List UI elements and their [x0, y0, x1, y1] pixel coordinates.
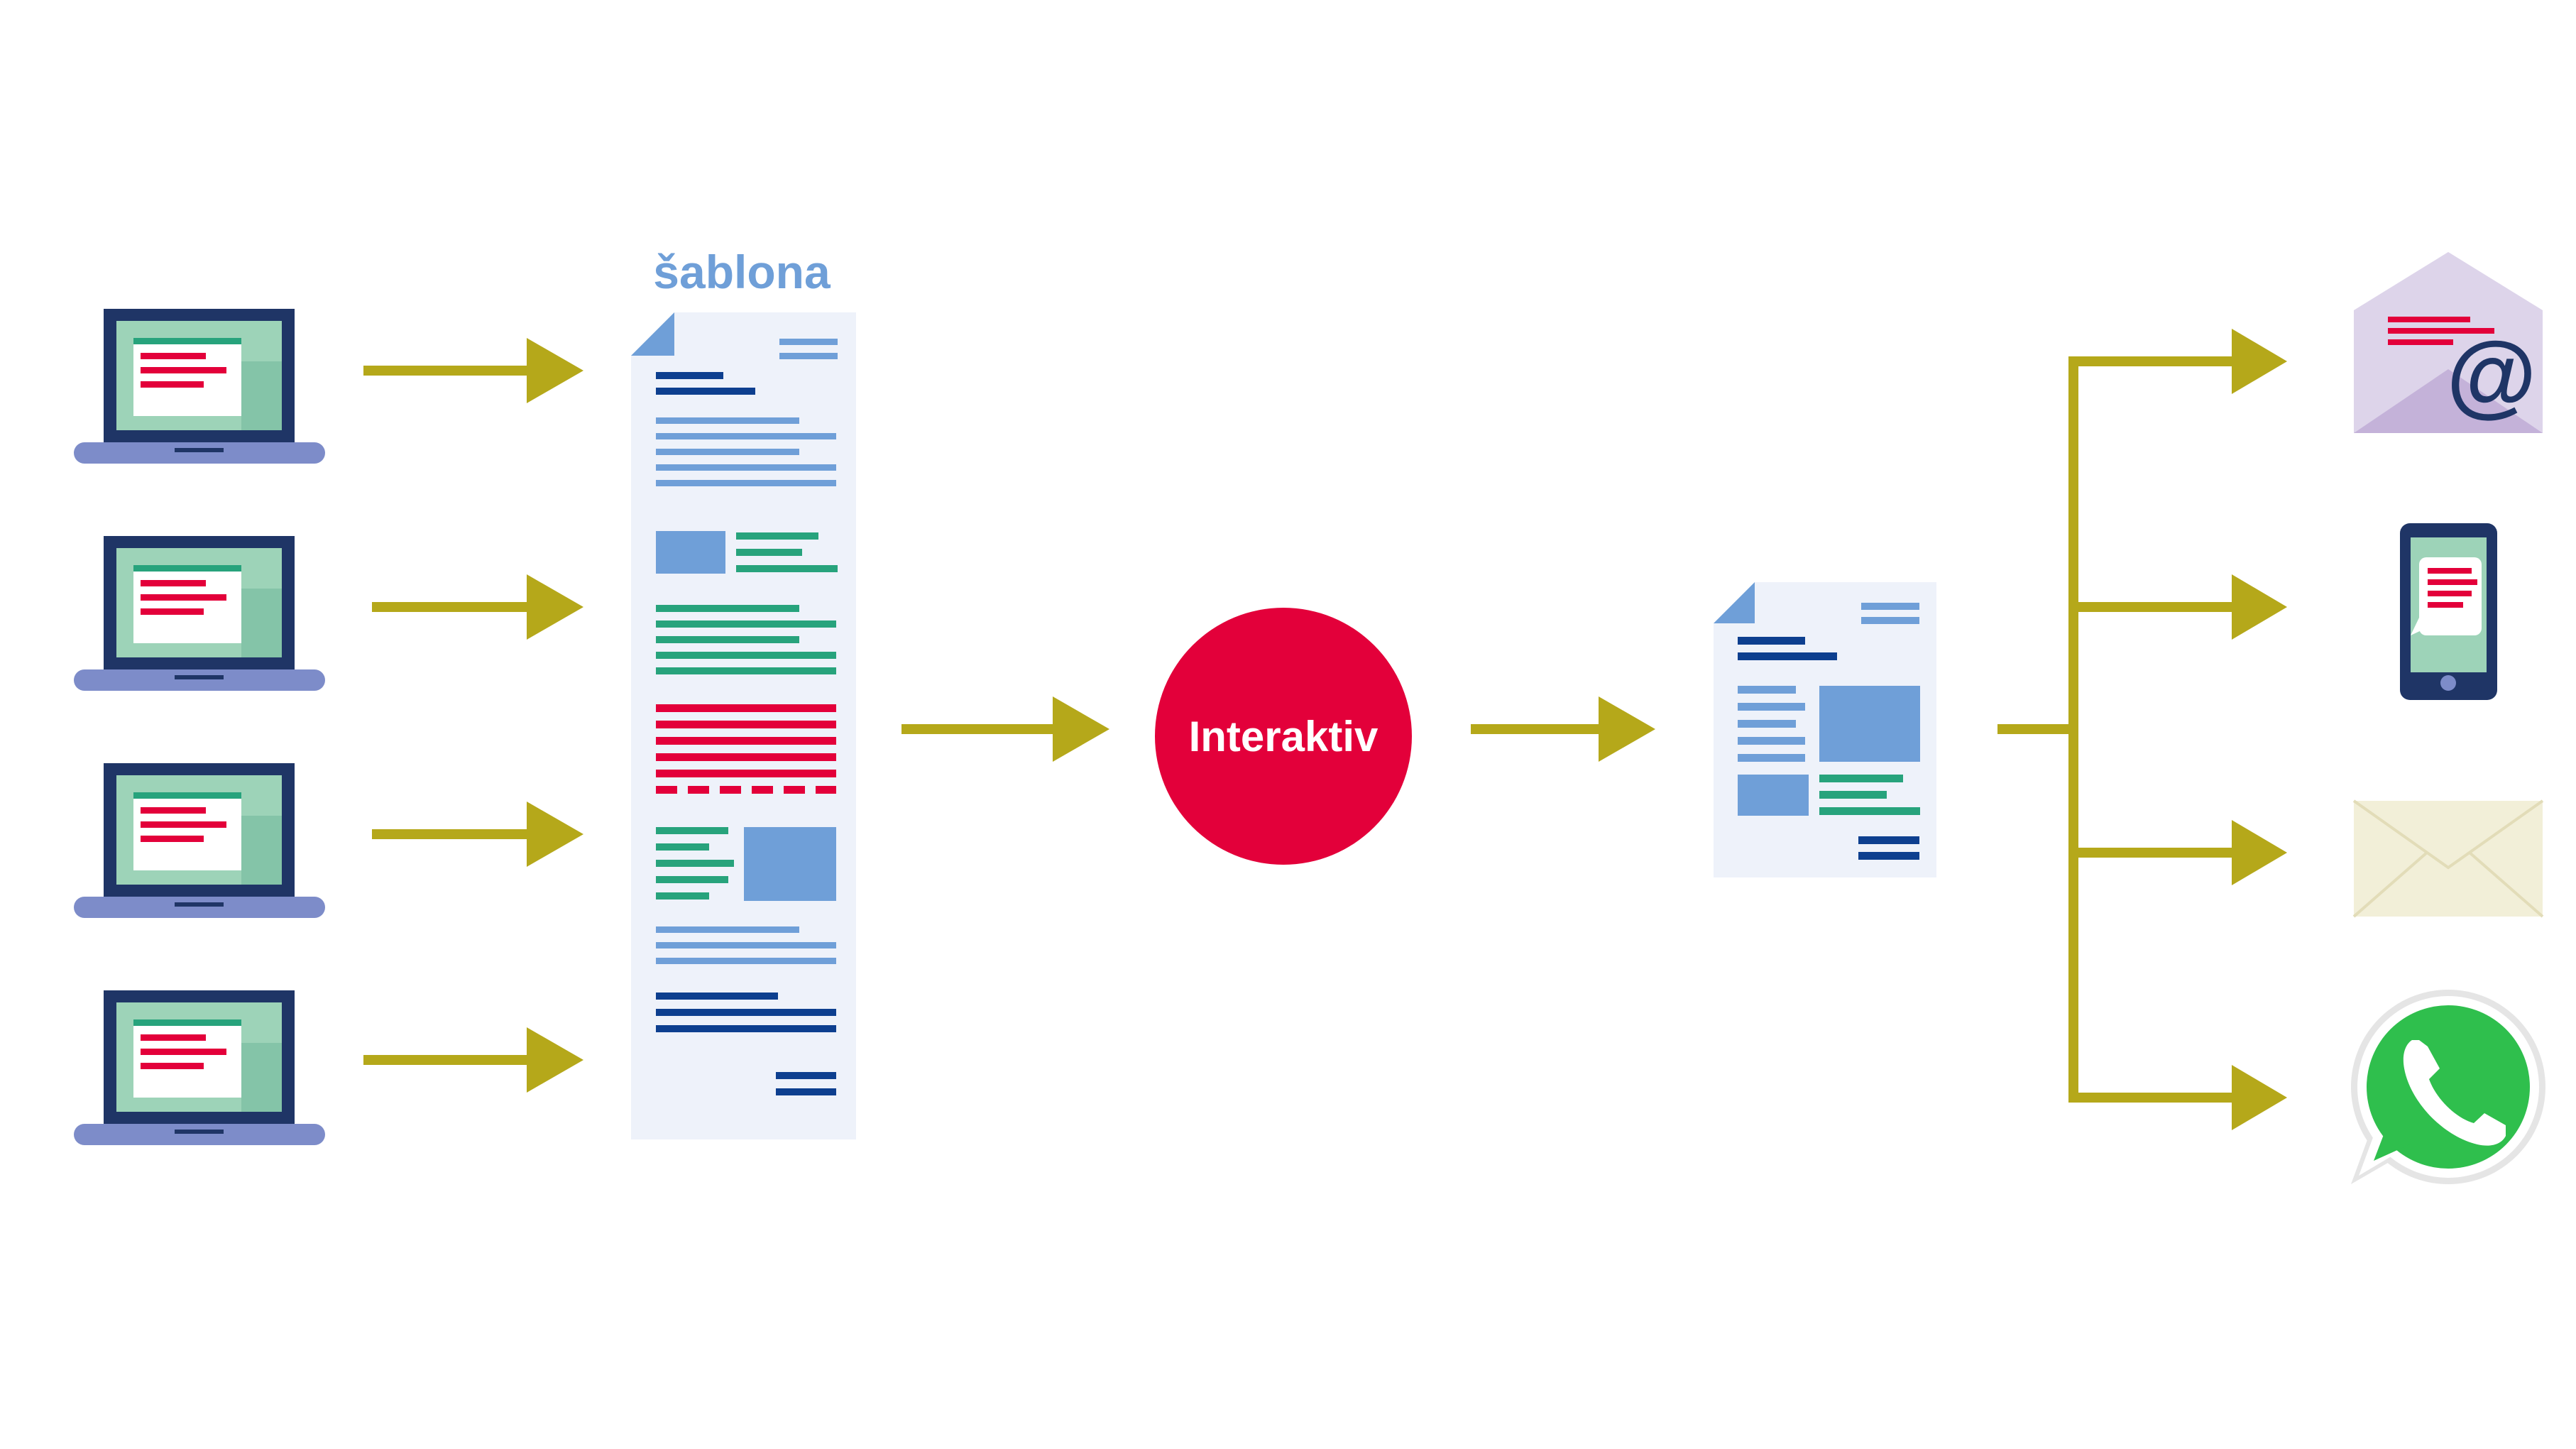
whatsapp-icon: [2351, 990, 2545, 1184]
arrow-to-whatsapp: [2068, 1065, 2287, 1130]
arrow-laptop-3: [372, 802, 583, 867]
laptop-icon: [74, 309, 325, 464]
arrow-to-phone: [2068, 574, 2287, 640]
laptop-icon: [74, 536, 325, 691]
template-label: šablona: [653, 246, 831, 298]
arrow-to-email: [2068, 329, 2287, 394]
email-icon: @: [2354, 252, 2543, 433]
laptop-icon: [74, 763, 325, 918]
arrow-laptop-2: [372, 574, 583, 640]
laptop-icon: [74, 990, 325, 1145]
output-document: [1714, 582, 1936, 877]
mobile-phone-icon: [2400, 523, 2497, 700]
processor-label: Interaktiv: [1189, 713, 1379, 760]
letter-envelope-icon: [2352, 799, 2544, 918]
interaktiv-processor: Interaktiv: [1155, 608, 1412, 865]
arrow-processor-to-output: [1471, 696, 1655, 762]
source-laptops: [74, 309, 325, 1145]
arrow-to-letter: [2068, 820, 2287, 885]
svg-text:@: @: [2447, 322, 2537, 426]
arrow-laptop-4: [363, 1027, 583, 1093]
template-document: šablona: [631, 246, 856, 1139]
arrow-laptop-1: [363, 338, 583, 403]
branch-connector: [1997, 329, 2287, 1130]
input-arrows: [363, 338, 583, 1093]
arrow-template-to-processor: [901, 696, 1109, 762]
